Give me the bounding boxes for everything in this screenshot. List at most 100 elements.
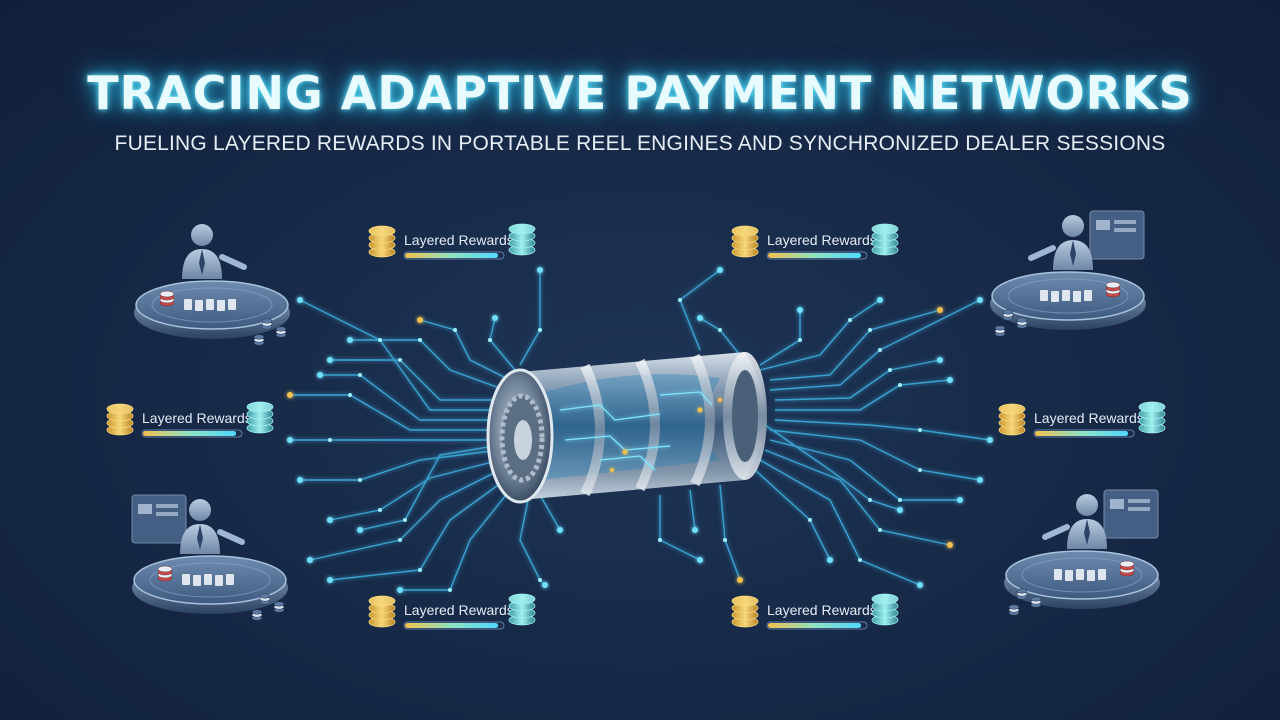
circuit-node <box>868 328 872 332</box>
circuit-node <box>358 373 362 377</box>
reward-widget: Layered Rewards <box>106 401 274 438</box>
reward-progress-fill <box>405 253 499 258</box>
reward-progress-fill <box>768 623 862 628</box>
circuit-node <box>658 538 662 542</box>
page-subtitle: FUELING LAYERED REWARDS IN PORTABLE REEL… <box>114 132 1166 155</box>
circuit-node <box>307 557 313 563</box>
circuit-node <box>358 478 362 482</box>
circuit-node <box>348 393 352 397</box>
reward-widget: Layered Rewards <box>731 223 899 260</box>
reward-widget: Layered Rewards <box>731 593 899 630</box>
reward-progress-fill <box>143 431 237 436</box>
playing-card <box>182 574 190 585</box>
circuit-node <box>417 317 423 323</box>
circuit-node <box>453 328 457 332</box>
circuit-node <box>937 307 943 313</box>
circuit-trace <box>300 449 501 481</box>
circuit-node <box>808 518 812 522</box>
playing-card <box>1054 569 1062 580</box>
circuit-trace <box>769 439 960 501</box>
circuit-node <box>398 358 402 362</box>
chip <box>1002 309 1014 315</box>
teal-coin-stack-icon <box>246 401 274 434</box>
reward-label: Layered Rewards <box>767 232 877 248</box>
circuit-node <box>378 508 382 512</box>
circuit-node <box>717 267 723 273</box>
circuit-node <box>287 437 293 443</box>
circuit-trace <box>769 309 941 381</box>
playing-card <box>204 574 212 585</box>
chip <box>157 565 173 573</box>
reward-widget: Layered Rewards <box>368 593 536 630</box>
playing-card <box>184 299 192 310</box>
circuit-trace <box>489 317 516 371</box>
reward-label: Layered Rewards <box>404 602 514 618</box>
circuit-node <box>918 428 922 432</box>
circuit-trace <box>719 484 741 581</box>
circuit-node <box>897 507 903 513</box>
playing-card <box>1073 291 1081 302</box>
circuit-node <box>957 497 963 503</box>
circuit-node <box>692 527 698 533</box>
circuit-node <box>917 582 923 588</box>
circuit-node <box>538 328 542 332</box>
circuit-trace <box>519 270 541 366</box>
dealer-tables <box>131 210 1160 621</box>
reward-progress-fill <box>1035 431 1129 436</box>
circuit-node <box>947 377 953 383</box>
circuit-trace <box>309 469 501 561</box>
reward-label: Layered Rewards <box>767 602 877 618</box>
dealer-avatar <box>180 499 245 554</box>
circuit-trace <box>400 489 511 591</box>
circuit-node <box>418 338 422 342</box>
chip <box>251 609 263 615</box>
circuit-node <box>488 338 492 342</box>
chip <box>1016 317 1028 323</box>
circuit-node <box>827 557 833 563</box>
circuit-node <box>297 477 303 483</box>
playing-card <box>1065 570 1073 581</box>
circuit-node <box>492 315 498 321</box>
circuit-node <box>418 568 422 572</box>
circuit-node <box>918 468 922 472</box>
reward-widget: Layered Rewards <box>998 401 1166 438</box>
playing-card <box>228 299 236 310</box>
chip <box>259 593 271 599</box>
teal-coin-stack-icon <box>508 593 536 626</box>
circuit-node <box>357 527 363 533</box>
circuit-trace <box>329 479 506 581</box>
engine-circuit-glow <box>559 391 713 471</box>
circuit-node <box>397 587 403 593</box>
dealer-table <box>990 210 1146 337</box>
circuit-node <box>327 577 333 583</box>
circuit-node <box>378 338 382 342</box>
circuit-trace <box>329 459 501 521</box>
circuit-node <box>297 297 303 303</box>
circuit-trace <box>774 359 941 401</box>
chip <box>273 601 285 607</box>
playing-card <box>226 574 234 585</box>
engine-gold-sparks <box>610 398 722 472</box>
chip <box>1105 281 1121 289</box>
chip <box>261 318 273 324</box>
playing-card <box>193 575 201 586</box>
circuit-trace <box>320 374 500 421</box>
circuit-nodes <box>287 267 993 593</box>
circuit-node <box>797 307 803 313</box>
playing-card <box>1084 290 1092 301</box>
reel-engine-cylinder <box>486 352 767 504</box>
playing-card <box>206 299 214 310</box>
circuit-node <box>947 542 953 548</box>
playing-card <box>1040 290 1048 301</box>
teal-coin-stack-icon <box>1138 401 1166 434</box>
reward-progress-fill <box>768 253 862 258</box>
circuit-node <box>678 298 682 302</box>
chip <box>159 290 175 298</box>
dealer-table <box>134 224 290 346</box>
engine-rings <box>580 353 715 497</box>
circuit-trace <box>689 489 696 531</box>
circuit-node <box>987 437 993 443</box>
gold-coin-stack-icon <box>368 595 396 628</box>
circuit-trace <box>299 299 500 411</box>
dealer-avatar <box>182 224 247 279</box>
